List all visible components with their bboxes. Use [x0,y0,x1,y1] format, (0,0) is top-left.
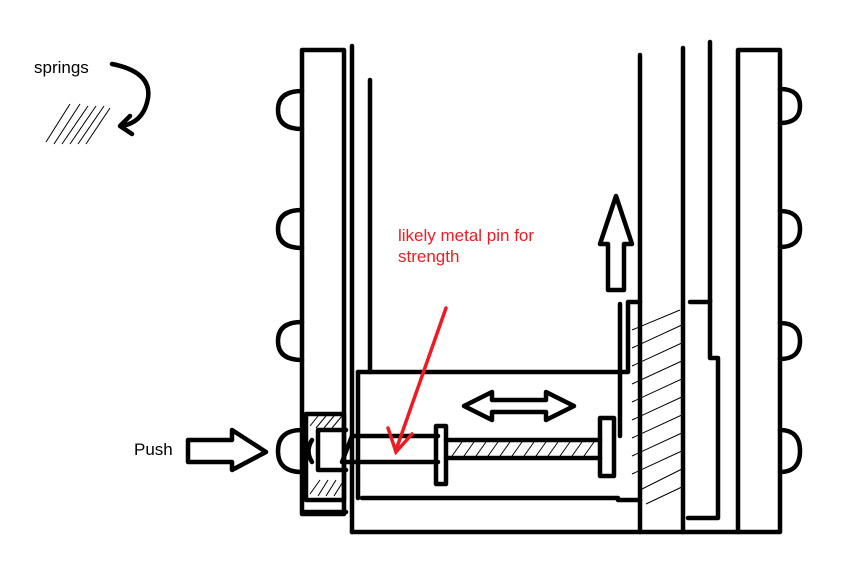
button-spring-hatch [309,415,345,497]
horizontal-motion-arrow [461,389,577,423]
latch-housing [349,299,741,535]
annotation-arrow [386,306,448,456]
push-button-assembly [301,411,349,515]
spring-hatching [45,103,685,505]
vertical-spring-hatch [631,309,685,505]
springs-legend-hatch [45,103,111,145]
metal-pin [339,415,617,487]
up-arrow [597,193,635,293]
horizontal-spring-hatch [451,441,595,457]
left-rivets [275,88,305,475]
annotation-label-line2: strength [398,247,459,266]
right-panel [637,39,783,535]
push-arrow [185,427,269,473]
springs-label: springs [34,58,89,77]
push-label: Push [134,440,173,459]
springs-curved-arrow [109,61,151,137]
annotation-label-line1: likely metal pin for [398,226,534,245]
right-rivets [777,86,803,475]
